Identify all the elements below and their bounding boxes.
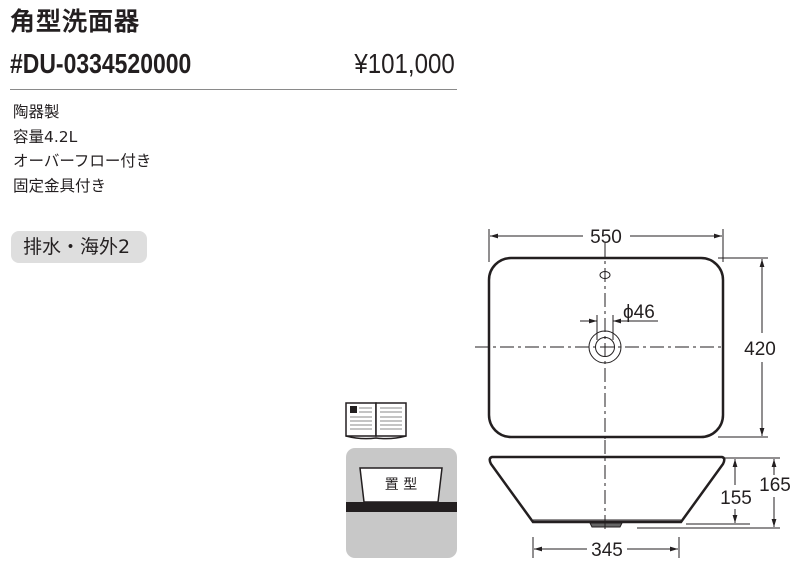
open-book-icon <box>345 402 407 440</box>
model-number: #DU-0334520000 <box>10 48 192 79</box>
product-title: 角型洗面器 <box>10 7 141 36</box>
top-view <box>475 229 768 446</box>
spec-item-material: 陶器製 <box>13 103 60 121</box>
spec-item-fixing: 固定金具付き <box>13 176 107 195</box>
bowl-height-label: 155 <box>720 488 752 509</box>
price: ¥101,000 <box>354 48 455 79</box>
depth-label: 420 <box>744 339 776 360</box>
spec-list: 陶器製 容量4.2L オーバーフロー付き 固定金具付き <box>13 100 151 198</box>
vessel-mount-icon: 置 型 <box>346 448 457 558</box>
drain-badge: 排水・海外2 <box>11 231 147 263</box>
side-view <box>488 440 780 558</box>
width-label: 550 <box>590 227 622 248</box>
spec-item-capacity: 容量4.2L <box>13 127 78 146</box>
drain-diameter-label: ϕ46 <box>623 302 655 323</box>
spec-item-overflow: オーバーフロー付き <box>13 152 152 170</box>
install-type-label: 置 型 <box>385 477 417 493</box>
total-height-label: 165 <box>759 475 791 496</box>
base-width-label: 345 <box>591 540 623 561</box>
divider <box>10 89 457 90</box>
